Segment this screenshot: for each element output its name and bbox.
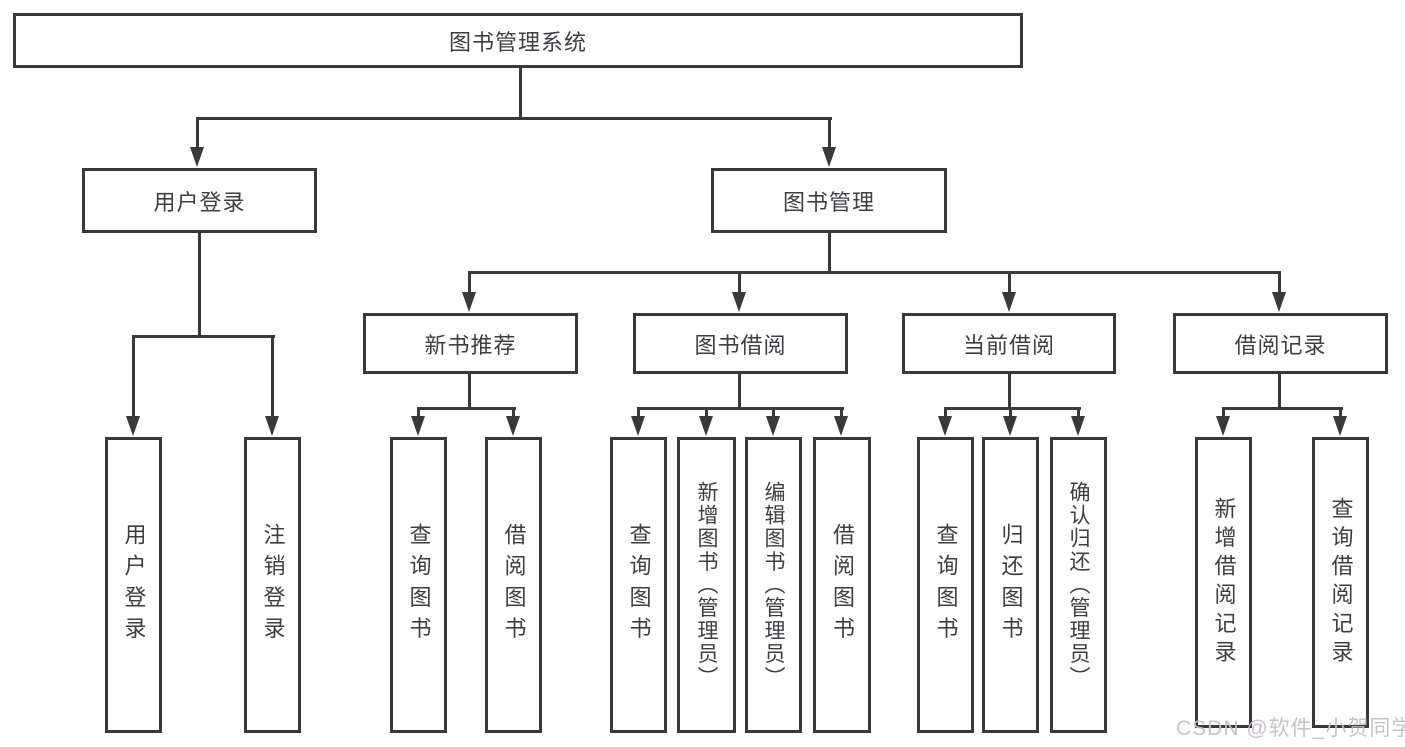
connector-line	[196, 117, 832, 120]
csdn-watermark: CSDN @软件_小贺同学	[1176, 717, 1405, 740]
node-book-borrowing: 图书借阅	[633, 313, 848, 374]
arrow-down-icon	[411, 416, 425, 436]
arrow-down-icon	[834, 416, 848, 436]
connector-line	[1222, 407, 1343, 410]
connector-line	[637, 407, 640, 419]
arrow-down-icon	[462, 292, 476, 312]
arrow-down-icon	[822, 147, 836, 167]
connector-line	[1278, 271, 1281, 293]
leaf-add-borrow-record: 新增借阅记录	[1195, 437, 1252, 728]
connector-line	[271, 335, 274, 418]
node-new-book-recommend: 新书推荐	[363, 313, 578, 374]
leaf-borrow-query-books: 查询图书	[610, 437, 667, 733]
arrow-down-icon	[1003, 416, 1017, 436]
connector-line	[417, 407, 516, 410]
connector-line	[637, 407, 844, 410]
leaf-recommend-borrow-books: 借阅图书	[485, 437, 542, 733]
leaf-edit-books-admin: 编辑图书（管理员）	[745, 437, 802, 733]
leaf-logout: 注销登录	[244, 437, 301, 733]
leaf-borrow-books: 借阅图书	[813, 437, 871, 733]
connector-line	[944, 407, 1081, 410]
leaf-confirm-return-admin: 确认归还（管理员）	[1050, 437, 1107, 733]
connector-line	[1008, 374, 1011, 409]
connector-line	[132, 335, 275, 338]
arrow-down-icon	[126, 416, 140, 436]
node-current-borrowing: 当前借阅	[902, 313, 1116, 374]
arrow-down-icon	[938, 416, 952, 436]
leaf-query-borrow-record: 查询借阅记录	[1312, 437, 1369, 728]
leaf-user-login: 用户登录	[105, 437, 162, 733]
arrow-down-icon	[1216, 416, 1230, 436]
connector-line	[772, 407, 775, 419]
connector-line	[512, 407, 515, 419]
leaf-return-books: 归还图书	[982, 437, 1039, 733]
connector-line	[132, 335, 135, 418]
connector-line	[738, 271, 741, 293]
connector-line	[468, 271, 471, 293]
arrow-down-icon	[190, 147, 204, 167]
connector-line	[468, 271, 1281, 274]
connector-line	[417, 407, 420, 419]
leaf-recommend-query-books: 查询图书	[390, 437, 447, 733]
arrow-down-icon	[1071, 416, 1085, 436]
connector-line	[196, 117, 199, 150]
connector-line	[944, 407, 947, 419]
arrow-down-icon	[1333, 416, 1347, 436]
connector-line	[828, 233, 831, 273]
leaf-add-books-admin: 新增图书（管理员）	[677, 437, 736, 733]
arrow-down-icon	[265, 416, 279, 436]
connector-line	[1009, 407, 1012, 419]
connector-line	[519, 68, 522, 118]
connector-line	[1008, 271, 1011, 293]
connector-line	[1222, 407, 1225, 419]
arrow-down-icon	[1002, 292, 1016, 312]
arrow-down-icon	[1272, 292, 1286, 312]
node-borrowing-records: 借阅记录	[1173, 313, 1388, 374]
arrow-down-icon	[732, 292, 746, 312]
connector-line	[198, 233, 201, 337]
connector-line	[468, 374, 471, 409]
node-book-management: 图书管理	[711, 168, 947, 233]
connector-line	[840, 407, 843, 419]
arrow-down-icon	[699, 416, 713, 436]
connector-line	[1278, 374, 1281, 409]
connector-line	[705, 407, 708, 419]
connector-line	[1339, 407, 1342, 419]
arrow-down-icon	[766, 416, 780, 436]
connector-line	[1077, 407, 1080, 419]
arrow-down-icon	[506, 416, 520, 436]
connector-line	[828, 117, 831, 150]
node-library-management-system: 图书管理系统	[13, 13, 1023, 68]
connector-line	[738, 374, 741, 409]
leaf-current-query-books: 查询图书	[917, 437, 974, 733]
arrow-down-icon	[631, 416, 645, 436]
node-user-login: 用户登录	[82, 168, 317, 233]
